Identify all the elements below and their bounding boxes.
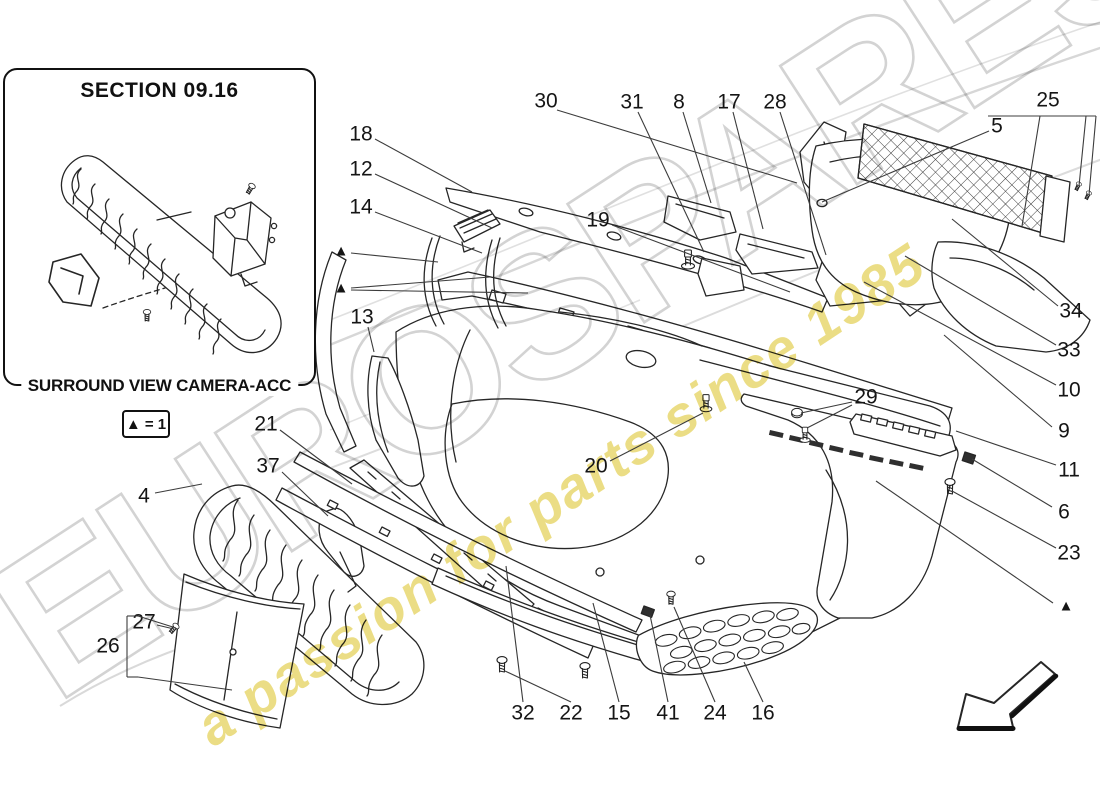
part-callout-33: 33 — [1057, 339, 1080, 362]
leader-line — [807, 405, 852, 428]
lower-grille — [632, 588, 824, 689]
leader-line — [905, 256, 1056, 345]
part-callout-23: 23 — [1057, 542, 1080, 565]
corner-duct — [932, 242, 1090, 352]
part-callout-22: 22 — [559, 702, 582, 725]
leader-line — [282, 472, 328, 516]
part-callout-30: 30 — [534, 90, 557, 113]
direction-arrow — [958, 662, 1056, 729]
leader-line — [744, 662, 763, 702]
leader-line — [1089, 116, 1096, 195]
part-callout-26: 26 — [96, 635, 119, 658]
leader-line — [876, 481, 1053, 603]
part-callout-21: 21 — [254, 413, 277, 436]
leader-line — [952, 491, 1056, 548]
part-callout-19: 19 — [586, 209, 609, 232]
section-title: SECTION 09.16 — [80, 79, 239, 102]
part-callout-14: 14 — [349, 196, 373, 219]
corner-panel — [741, 394, 958, 618]
leader-line — [155, 484, 202, 493]
leader-line — [351, 290, 528, 293]
part-callout-12: 12 — [349, 158, 372, 181]
legend-text: ▲ = 1 — [125, 415, 167, 433]
mesh-grille — [857, 123, 1093, 242]
leader-line — [375, 212, 482, 253]
part-callout-8: 8 — [673, 91, 685, 114]
leader-line — [674, 607, 715, 702]
legend-box: ▲ = 1 — [122, 410, 170, 438]
part-callout-41: 41 — [656, 702, 679, 725]
leader-line — [801, 402, 852, 413]
leader-line — [375, 174, 492, 228]
part-callout-27: 27 — [132, 611, 155, 634]
lower-strips — [276, 394, 713, 679]
leader-line — [1022, 116, 1040, 226]
part-callout-5: 5 — [991, 115, 1003, 138]
part-callout-15: 15 — [607, 702, 630, 725]
inset-bracket — [48, 253, 100, 307]
leader-line — [138, 616, 176, 628]
part-callout-9: 9 — [1058, 420, 1070, 443]
part-callout-31: 31 — [620, 91, 643, 114]
part-callout-25: 25 — [1036, 89, 1059, 112]
part-callout-17: 17 — [717, 91, 740, 114]
leader-line — [612, 225, 790, 292]
leader-line — [138, 677, 232, 690]
leader-line — [351, 277, 490, 288]
leader-line — [506, 566, 523, 702]
clip-rail-right — [791, 407, 977, 495]
part-callout-32: 32 — [511, 702, 534, 725]
leader-line — [375, 139, 472, 192]
part-callout-18: 18 — [349, 123, 372, 146]
section-inset-drawing — [48, 155, 282, 355]
leader-line — [780, 112, 826, 255]
inset-grille — [60, 155, 282, 355]
leader-line — [557, 110, 797, 183]
leader-line — [351, 253, 438, 262]
license-plate-pad — [167, 574, 304, 728]
part-callout-10: 10 — [1057, 379, 1080, 402]
leader-line — [944, 335, 1052, 427]
front-grille — [194, 485, 424, 704]
leader-line — [864, 282, 1056, 385]
leader-line — [952, 219, 1058, 306]
section-caption: SURROUND VIEW CAMERA-ACC — [20, 376, 299, 396]
leader-line — [972, 459, 1052, 507]
part-callout-6: 6 — [1058, 501, 1070, 524]
part-callout-34: 34 — [1059, 300, 1083, 323]
leader-line — [650, 615, 668, 702]
side-brackets — [424, 236, 506, 328]
leader-line — [610, 413, 703, 461]
fascia-left-edge — [315, 252, 356, 452]
part-callout-29: 29 — [854, 386, 877, 409]
part-callout-37: 37 — [256, 455, 279, 478]
assembly-marker-triangle: ▲ — [334, 243, 349, 260]
leader-line — [733, 112, 763, 229]
part-callout-4: 4 — [138, 485, 150, 508]
leader-line — [280, 430, 352, 484]
part-callout-24: 24 — [703, 702, 727, 725]
section-inset-box: SECTION 09.16 — [3, 68, 316, 396]
leader-line — [1079, 116, 1086, 186]
leader-line — [956, 431, 1056, 465]
leader-line — [638, 112, 704, 252]
leader-line — [822, 131, 989, 202]
part-callout-11: 11 — [1058, 459, 1080, 482]
part-callout-28: 28 — [763, 91, 786, 114]
leader-line — [683, 112, 711, 203]
leader-line — [593, 603, 619, 702]
bracket-13 — [368, 356, 424, 486]
inset-camera-unit — [212, 181, 278, 287]
part-callout-13: 13 — [350, 306, 373, 329]
assembly-marker-triangle: ▲ — [1059, 598, 1074, 615]
leader-line — [505, 671, 571, 702]
part-callout-16: 16 — [751, 702, 774, 725]
assembly-marker-triangle: ▲ — [334, 280, 349, 297]
leader-line — [368, 327, 374, 352]
leader-line — [157, 625, 174, 629]
part-callout-20: 20 — [584, 455, 607, 478]
